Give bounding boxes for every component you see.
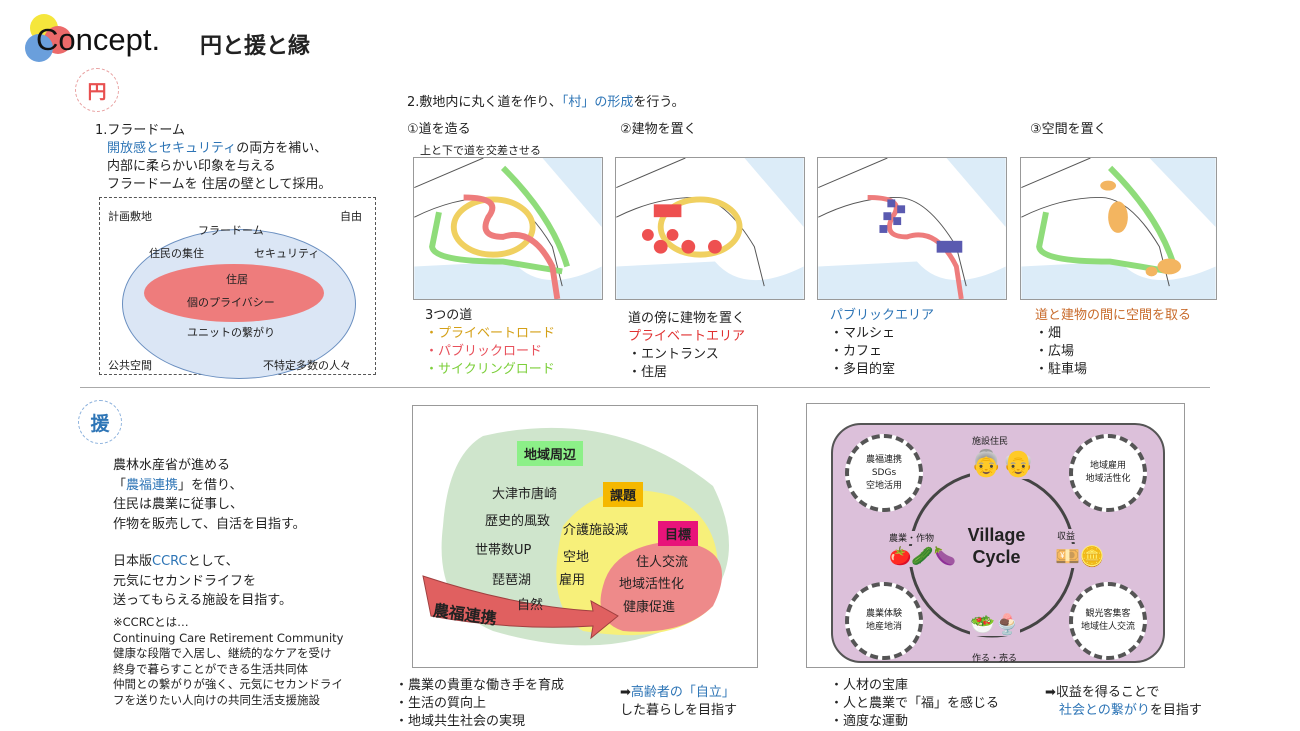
step1-text: 3つの道 ・プライベートロード ・パブリックロード ・サイクリングロード — [425, 308, 556, 377]
step2-label: ②建物を置く — [620, 122, 697, 137]
cycle-food-icon: 🥗🍨 — [970, 612, 1020, 636]
step2-text: 道の傍に建物を置く プライベートエリア ・エントランス ・住居 — [628, 311, 746, 380]
map-roads — [413, 157, 603, 300]
cycle-money-icon: 💴🪙 — [1055, 544, 1105, 568]
venn-diagram: 地域周辺 大津市唐崎 歴史的風致 世帯数UP 琵琶湖 自然 課題 介護施設減 空… — [412, 405, 758, 668]
ccrc-note: ※CCRCとは…Continuing Care Retirement Commu… — [113, 615, 344, 707]
page-subtitle: 円と援と縁 — [200, 34, 311, 59]
cycle-vegetables-icon: 🍅🥒🍆 — [889, 546, 957, 567]
venn-conclusion: ➡高齢者の「自立」 した暮らしを目指す — [620, 685, 738, 718]
cycle-people-icon: 👵👴 — [970, 449, 1035, 479]
cycle-node-tr: 地域雇用地域活性化 — [1069, 434, 1147, 512]
cycle-bullets: ・人材の宝庫・人と農業で「福」を感じる・適度な運動 — [830, 678, 1000, 729]
map-buildings — [615, 157, 805, 300]
step4-text: 道と建物の間に空間を取る ・畑 ・広場 ・駐車場 — [1035, 308, 1192, 377]
dome-diagram: 計画敷地 自由 フラードーム 住民の集住 セキュリティ 住居 個のプライバシー … — [99, 197, 376, 379]
map-public — [817, 157, 1007, 300]
map-spaces — [1020, 157, 1217, 300]
step1-label: ①道を造る — [407, 122, 471, 137]
step3-text: パブリックエリア ・マルシェ ・カフェ ・多目的室 — [830, 308, 935, 377]
cycle-conclusion: ➡収益を得ることで 社会との繋がりを目指す — [1045, 685, 1202, 718]
point2-heading: 2.敷地内に丸く道を作り、「村」の形成を行う。 — [407, 95, 685, 110]
en2-badge: 援 — [78, 400, 122, 444]
en-badge: 円 — [75, 68, 119, 112]
point1-text: 1.フラードーム 開放感とセキュリティの両方を補い、 内部に柔らかい印象を与える… — [95, 123, 332, 192]
cycle-node-bl: 農業体験地産地消 — [845, 582, 923, 660]
cycle-node-br: 観光客集客地域住人交流 — [1069, 582, 1147, 660]
step4-label: ③空間を置く — [1030, 122, 1107, 137]
step1-note: 上と下で道を交差させる — [420, 144, 541, 157]
venn-bullets: ・農業の貴重な働き手を育成・生活の質向上・地域共生社会の実現 — [395, 678, 565, 729]
page-title: Concept. — [36, 22, 161, 57]
en2-text: 農林水産省が進める 「農福連携」を借り、 住民は農業に従事し、 作物を販売して、… — [113, 458, 306, 608]
section-divider — [80, 387, 1210, 388]
